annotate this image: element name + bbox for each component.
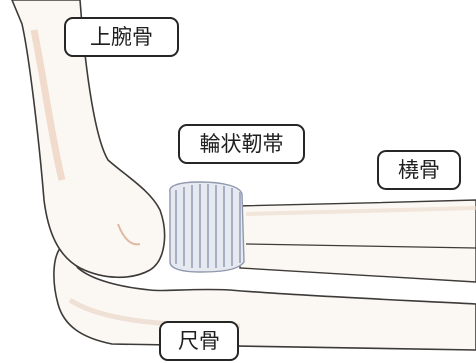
label-radius: 橈骨: [377, 150, 461, 190]
label-annular-ligament: 輪状靭帯: [178, 124, 305, 164]
annular-ligament-band: [170, 182, 244, 272]
radius-bone: [236, 200, 476, 282]
label-humerus: 上腕骨: [64, 17, 179, 57]
label-ulna: 尺骨: [159, 321, 239, 361]
